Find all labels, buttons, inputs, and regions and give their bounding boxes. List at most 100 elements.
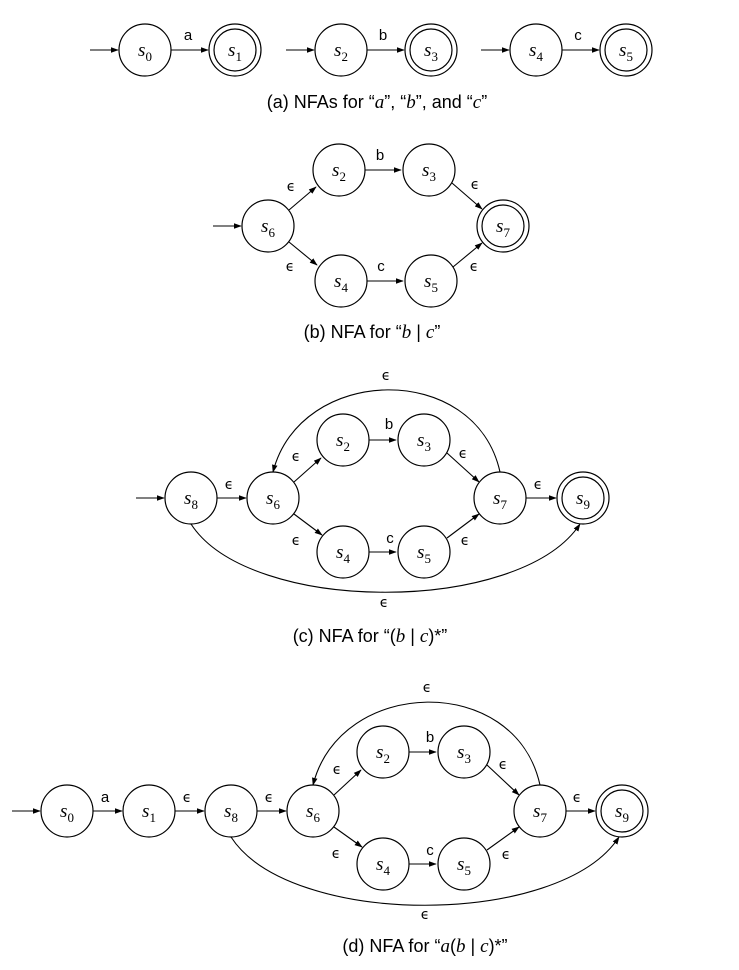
svg-text:s3: s3 [424,40,438,64]
caption-c: (c) NFA for “(b | c)*” [293,626,448,647]
state-s3-accepting: s3 [404,23,458,77]
state-s8: s8 [164,471,218,525]
state-s1: s1 [122,784,176,838]
edge-s6-s2 [288,186,317,211]
edge-label-c: c [377,258,385,275]
edge-label-epsilon: ϵ [265,790,274,806]
state-s2: s2 [356,725,410,779]
edge-label-epsilon: ϵ [286,259,295,275]
svg-text:s9: s9 [615,801,629,825]
svg-text:s5: s5 [424,271,438,295]
state-s3: s3 [437,725,491,779]
svg-text:s8: s8 [184,488,198,512]
svg-text:s2: s2 [334,40,348,64]
svg-text:s3: s3 [417,430,431,454]
svg-text:s7: s7 [496,216,510,240]
edge-label-epsilon: ϵ [423,680,432,696]
panel-d: s0 a s1 ϵ s8 ϵ s6 s2 s3 s4 [12,680,649,957]
edge-label-epsilon: ϵ [183,790,192,806]
state-s4: s4 [509,23,563,77]
edge-label-epsilon: ϵ [534,477,543,493]
svg-text:s3: s3 [457,742,471,766]
edge-s5-s7 [452,242,483,268]
state-s7: s7 [513,784,567,838]
edge-label-c: c [574,27,582,44]
edge-label-epsilon: ϵ [332,846,341,862]
edge-label-epsilon: ϵ [292,449,301,465]
state-s8: s8 [204,784,258,838]
state-s0: s0 [40,784,94,838]
edge-label-epsilon: ϵ [380,595,389,611]
svg-text:s9: s9 [576,488,590,512]
svg-text:s4: s4 [334,271,348,295]
edge-s6-s4 [288,241,318,266]
edge-label-epsilon: ϵ [461,533,470,549]
svg-text:s1: s1 [142,801,156,825]
panel-b: s6 s2 s3 s4 s5 s7 ϵ b ϵ ϵ c [213,143,530,343]
state-s5: s5 [404,254,458,308]
state-s2: s2 [312,143,366,197]
edge-label-b: b [426,729,434,746]
edge-s6-s2 [293,457,322,483]
state-s1-accepting: s1 [208,23,262,77]
edge-label-epsilon: ϵ [470,259,479,275]
state-s2: s2 [316,413,370,467]
edge-s3-s7 [446,452,480,483]
edge-label-a: a [184,27,193,44]
state-s2: s2 [314,23,368,77]
state-s5: s5 [397,525,451,579]
edge-label-epsilon: ϵ [459,446,468,462]
edge-label-b: b [385,416,393,433]
svg-text:s2: s2 [376,742,390,766]
edge-label-epsilon: ϵ [421,907,430,923]
state-s3: s3 [402,143,456,197]
state-s6: s6 [286,784,340,838]
svg-text:s1: s1 [228,40,242,64]
state-s9-accepting: s9 [595,784,649,838]
svg-text:s8: s8 [224,801,238,825]
svg-text:s7: s7 [533,801,547,825]
state-s7: s7 [473,471,527,525]
edge-s3-s7 [486,764,520,796]
edge-label-epsilon: ϵ [292,533,301,549]
state-s6: s6 [246,471,300,525]
edge-label-epsilon: ϵ [502,847,511,863]
edge-label-epsilon: ϵ [382,368,391,384]
panel-a: s0 a s1 s2 b s3 s4 c s5 [90,23,653,113]
edge-s3-s7 [451,182,483,210]
state-s6: s6 [241,199,295,253]
svg-text:s3: s3 [422,160,436,184]
state-s3: s3 [397,413,451,467]
svg-text:s6: s6 [261,216,275,240]
svg-text:s4: s4 [336,542,350,566]
edge-s6-s4 [333,826,363,848]
state-s5: s5 [437,837,491,891]
edge-s7-s6-loop [312,701,541,786]
edge-label-epsilon: ϵ [573,790,582,806]
edge-label-c: c [426,842,434,859]
svg-text:s2: s2 [332,160,346,184]
edge-label-epsilon: ϵ [499,757,508,773]
edge-label-epsilon: ϵ [471,177,480,193]
svg-text:s5: s5 [417,542,431,566]
svg-text:s5: s5 [619,40,633,64]
edge-label-epsilon: ϵ [225,477,234,493]
svg-text:s4: s4 [529,40,543,64]
edge-s5-s7 [486,826,520,851]
state-s4: s4 [314,254,368,308]
caption-d: (d) NFA for “a(b | c)*” [342,936,507,957]
svg-text:s0: s0 [138,40,152,64]
edge-label-b: b [379,27,387,44]
state-s9-accepting: s9 [556,471,610,525]
svg-text:s2: s2 [336,430,350,454]
svg-text:s6: s6 [306,801,320,825]
caption-b: (b) NFA for “b | c” [304,322,441,343]
state-s0: s0 [118,23,172,77]
edge-s6-s2 [333,769,362,796]
edge-label-c: c [386,530,394,547]
edge-s7-s6-loop [272,389,501,473]
svg-text:s0: s0 [60,801,74,825]
state-s5-accepting: s5 [599,23,653,77]
edge-label-b: b [376,147,384,164]
